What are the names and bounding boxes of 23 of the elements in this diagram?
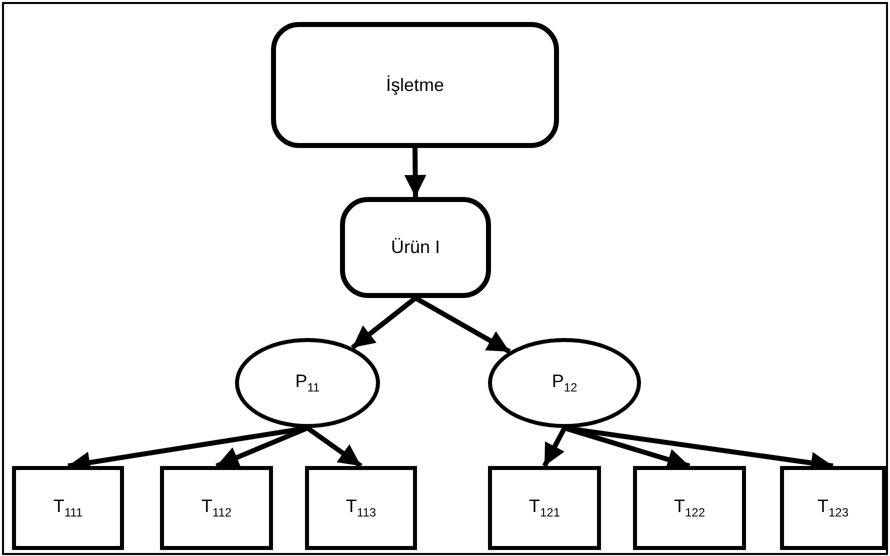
node-label: T$_{122}$ — [674, 496, 706, 520]
process-box — [488, 466, 601, 550]
process-box — [305, 466, 417, 550]
process-box — [780, 466, 886, 550]
process-box — [160, 466, 273, 550]
arrow — [306, 426, 362, 468]
process-box — [633, 466, 746, 550]
process-box — [12, 466, 124, 550]
node-label: T$_{111}$ — [53, 496, 83, 520]
rounded-box — [271, 22, 559, 148]
arrow — [542, 426, 567, 468]
node-label: P$_{12}$ — [552, 371, 578, 395]
arrow — [350, 296, 418, 350]
node-label: T$_{121}$ — [528, 496, 560, 520]
node-label: T$_{113}$ — [346, 496, 376, 520]
node-label: P$_{11}$ — [295, 371, 320, 395]
arrow — [414, 296, 511, 354]
rounded-box — [340, 197, 491, 298]
node-label: Ürün I — [390, 237, 440, 258]
arrow — [404, 148, 426, 198]
node-label: T$_{123}$ — [817, 496, 849, 520]
node-label: T$_{112}$ — [201, 496, 232, 520]
node-label: İşletme — [386, 74, 444, 96]
